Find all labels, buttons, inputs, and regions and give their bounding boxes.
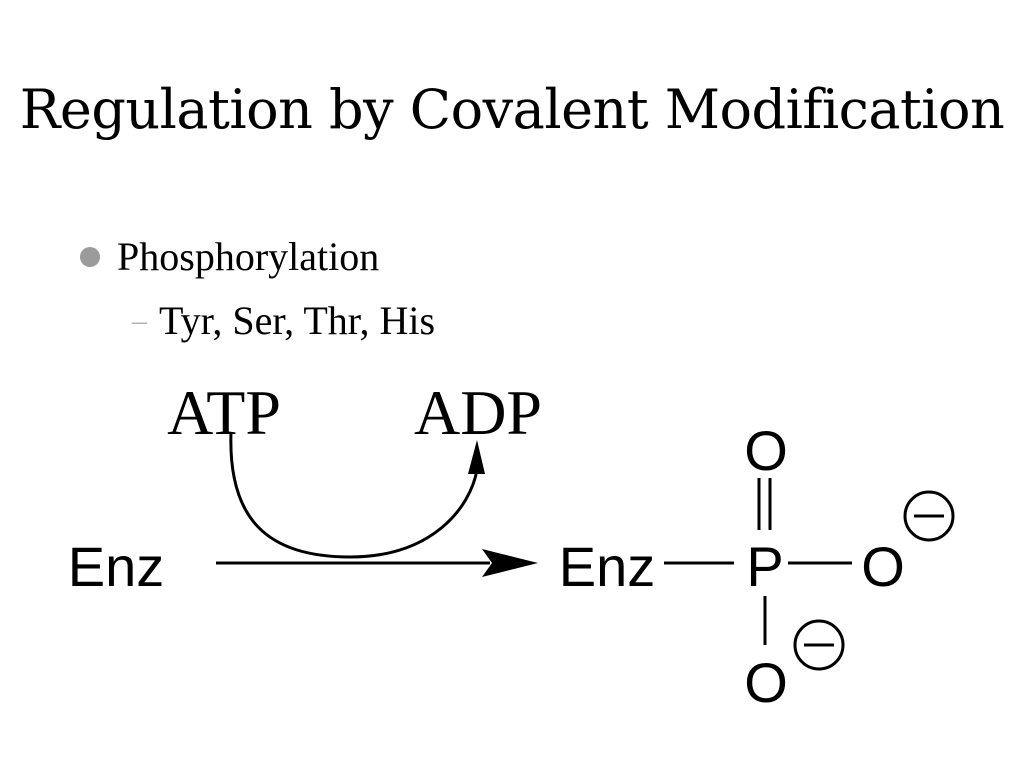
product-enz-label: Enz <box>559 535 656 598</box>
cofactor-curved-arrow <box>229 431 479 559</box>
reaction-arrowhead-icon <box>482 549 538 577</box>
oxygen-right-label: O <box>861 535 905 598</box>
substrate-enz-label: Enz <box>68 535 165 598</box>
oxygen-bottom-label: O <box>744 651 788 714</box>
sub-bullet-item-residues: – Tyr, Ser, Thr, His <box>132 298 435 344</box>
slide-title: Regulation by Covalent Modification <box>19 78 1005 141</box>
charge-bottom-sign: − <box>807 610 830 654</box>
bullet-item-phosphorylation: Phosphorylation <box>80 234 379 280</box>
bullet-dot-icon <box>80 247 100 267</box>
sub-bullet-dash-icon: – <box>132 304 147 337</box>
charge-right-sign: − <box>917 481 940 525</box>
negative-charge-bottom-icon: − <box>793 610 845 671</box>
sub-bullet-text: Tyr, Ser, Thr, His <box>159 298 436 343</box>
phosphorus-label: P <box>746 535 783 598</box>
negative-charge-right-icon: − <box>903 481 955 542</box>
atp-label: ATP <box>167 377 281 448</box>
cofactor-arrowhead-icon <box>468 440 485 474</box>
adp-label: ADP <box>414 377 542 448</box>
oxygen-top-label: O <box>744 419 788 482</box>
bullet-text: Phosphorylation <box>117 234 380 279</box>
